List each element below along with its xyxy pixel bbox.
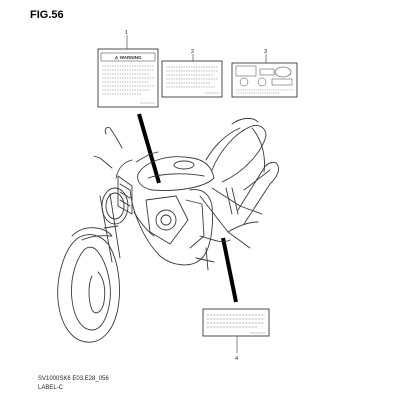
label-1-pointer <box>137 113 161 184</box>
callout-number-1: 1 <box>125 30 128 36</box>
label-4[interactable]: 4 <box>202 308 270 362</box>
diagram-code: SV1000SK6 E03.E28_056 <box>38 376 109 382</box>
figure-title: FIG.56 <box>30 9 64 21</box>
diagram-name: LABEL-C <box>38 385 64 391</box>
motorcycle-outline <box>57 117 279 343</box>
label-1[interactable]: 1 ⚠ WARNING <box>97 30 159 108</box>
callout-number-2: 2 <box>191 49 194 55</box>
callout-number-3: 3 <box>264 49 267 55</box>
label-2[interactable]: 2 <box>161 49 223 98</box>
callout-number-4: 4 <box>235 356 238 362</box>
label-1-heading: ⚠ WARNING <box>114 55 142 60</box>
label-3[interactable]: 3 <box>231 49 298 98</box>
label-4-pointer <box>221 237 238 303</box>
